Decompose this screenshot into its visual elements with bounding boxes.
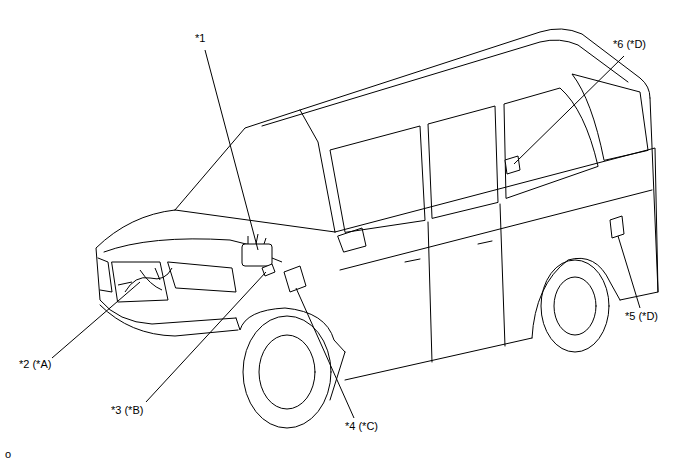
upper-sensor [505,156,520,174]
callout-number: *4 (*C) [344,420,379,433]
windshield-base [175,210,335,232]
ecu-box [284,266,306,292]
actuator-pipes [248,234,282,262]
vehicle-outline [96,29,658,428]
callout-number: *6 (*D) [612,38,647,51]
leader-line [296,288,354,418]
rear-fender [532,258,620,338]
rear-glass [572,74,648,160]
leader-lines [52,50,640,418]
callout-number: *5 (*D) [624,310,659,323]
actuator [242,234,282,266]
rear-tire [541,260,609,352]
quarter-window [504,88,598,198]
leader-line [205,50,258,250]
rear-sensor [610,216,624,238]
callout-number: *2 (*A) [18,358,52,371]
headlight [168,262,236,292]
hood-front [96,210,236,324]
door-cut-rear [500,204,505,346]
leader-line [52,282,140,358]
a-pillar [300,110,335,232]
callout-number: *1 [194,32,206,45]
parts [118,156,624,292]
rear-rim [554,277,596,335]
mirror [338,228,366,252]
door-cut-front [428,222,432,362]
front-fender [236,308,345,352]
leader-line [514,56,624,164]
sill [330,338,532,400]
wire-harness [118,268,172,292]
side-body [335,148,658,300]
roof-rail [262,40,628,126]
rear-window [428,106,498,218]
callout-number: *3 (*B) [110,404,144,417]
front-window [330,126,425,232]
headlight-left [98,258,112,292]
door-handle [405,241,492,262]
leader-line [618,236,640,308]
bumper [100,305,238,336]
front-rim [259,335,315,409]
rear-edge [650,98,658,292]
roof-outline [175,29,650,210]
front-tire [243,316,331,428]
leader-line [146,272,266,402]
figure-id: o [4,448,12,461]
